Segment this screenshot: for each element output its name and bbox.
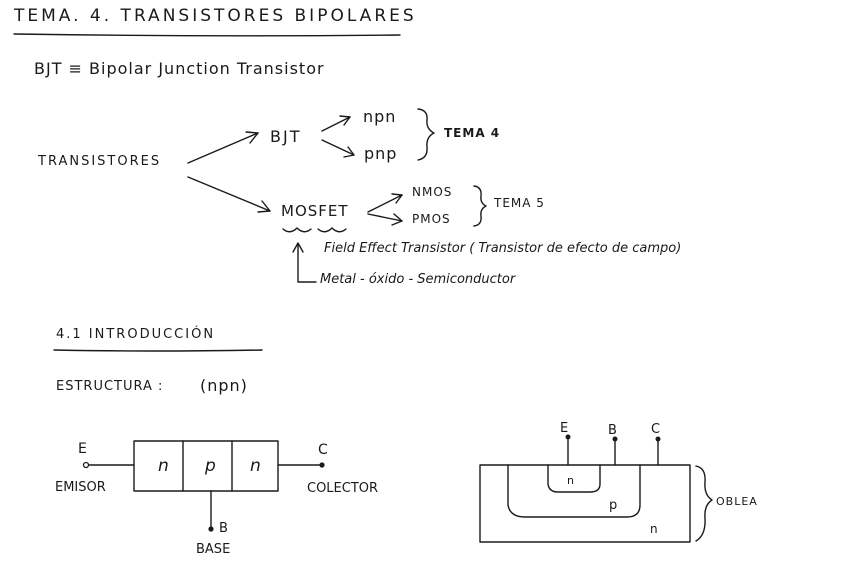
squiggle-mos (317, 227, 347, 233)
brace-oblea (695, 465, 713, 542)
estructura-label: ESTRUCTURA : (56, 379, 164, 394)
region-n-collector: n (250, 456, 261, 476)
wafer-e-letter: E (560, 421, 569, 436)
arrow-to-bjt (187, 132, 259, 164)
arrow-to-pmos (367, 213, 403, 222)
pmos-label: PMOS (412, 212, 451, 226)
arrow-to-pnp (321, 139, 355, 156)
bjt-label: BJT (270, 127, 302, 146)
tema4-label: TEMA 4 (444, 126, 501, 140)
wafer-outer-n: n (650, 522, 658, 536)
wafer-c-letter: C (651, 422, 661, 437)
wafer-outline (479, 464, 691, 543)
base-letter: B (219, 521, 228, 536)
title-underline (13, 33, 401, 37)
mos-connector (297, 243, 317, 283)
wafer-inner-n: n (567, 474, 574, 487)
nmos-label: NMOS (412, 185, 453, 199)
brace-tema4 (417, 108, 435, 161)
p-well (507, 464, 641, 518)
fet-expansion: Field Effect Transistor ( Transistor de … (324, 241, 682, 256)
colector-label: COLECTOR (307, 481, 379, 496)
wafer-b-letter: B (608, 423, 617, 438)
emisor-label: EMISOR (55, 480, 106, 495)
intro-underline (53, 349, 263, 352)
mosfet-label: MOSFET (281, 202, 349, 220)
n-plus-region (547, 464, 601, 493)
base-label: BASE (196, 542, 231, 557)
arrow-to-npn (321, 116, 351, 132)
emitter-letter: E (78, 441, 87, 457)
mos-expansion: Metal - óxido - Semiconductor (320, 272, 516, 287)
section-heading: 4.1 INTRODUCCIÓN (56, 327, 216, 342)
tema5-label: TEMA 5 (494, 196, 545, 210)
npn-label: npn (363, 107, 397, 126)
transistores-label: TRANSISTORES (38, 154, 162, 169)
wafer-p-region: p (609, 498, 618, 513)
estructura-value: (npn) (200, 376, 248, 395)
arrow-to-mosfet (187, 176, 271, 212)
region-p-base: p (205, 456, 216, 476)
brace-tema5 (473, 185, 487, 227)
squiggle-fet (282, 227, 312, 233)
page-title: TEMA. 4. TRANSISTORES BIPOLARES (14, 6, 417, 26)
region-n-emitter: n (158, 456, 169, 476)
bjt-definition: BJT ≡ Bipolar Junction Transistor (34, 59, 325, 78)
arrow-to-nmos (367, 194, 403, 213)
collector-letter: C (318, 442, 328, 458)
pnp-label: pnp (364, 144, 398, 163)
npn-block (133, 440, 279, 492)
oblea-label: OBLEA (716, 495, 758, 508)
